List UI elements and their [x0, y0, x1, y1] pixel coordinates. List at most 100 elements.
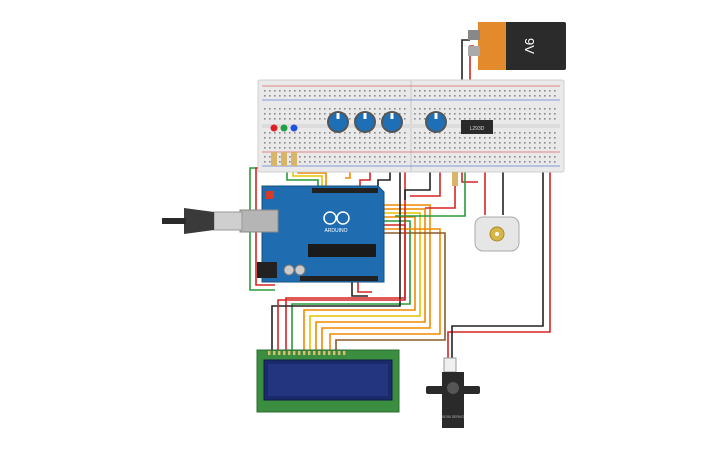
breadboard-hole[interactable]	[544, 108, 546, 110]
breadboard-hole[interactable]	[269, 113, 271, 115]
breadboard-hole[interactable]	[524, 118, 526, 120]
breadboard-hole[interactable]	[284, 142, 286, 144]
breadboard-hole[interactable]	[504, 90, 506, 92]
breadboard-hole[interactable]	[429, 147, 431, 149]
breadboard-hole[interactable]	[294, 147, 296, 149]
breadboard-hole[interactable]	[354, 108, 356, 110]
breadboard-hole[interactable]	[304, 108, 306, 110]
breadboard-hole[interactable]	[269, 142, 271, 144]
breadboard-hole[interactable]	[314, 147, 316, 149]
breadboard-hole[interactable]	[389, 156, 391, 158]
breadboard-hole[interactable]	[454, 156, 456, 158]
breadboard-hole[interactable]	[514, 90, 516, 92]
breadboard-hole[interactable]	[329, 132, 331, 134]
breadboard-hole[interactable]	[389, 142, 391, 144]
breadboard-hole[interactable]	[494, 118, 496, 120]
usb-cable[interactable]	[162, 208, 243, 234]
breadboard-hole[interactable]	[554, 118, 556, 120]
breadboard-hole[interactable]	[379, 142, 381, 144]
breadboard-hole[interactable]	[354, 156, 356, 158]
breadboard-hole[interactable]	[294, 142, 296, 144]
wires[interactable]	[249, 39, 551, 358]
breadboard-hole[interactable]	[279, 132, 281, 134]
breadboard-hole[interactable]	[459, 132, 461, 134]
breadboard-hole[interactable]	[489, 108, 491, 110]
breadboard-hole[interactable]	[419, 108, 421, 110]
breadboard-hole[interactable]	[484, 156, 486, 158]
breadboard-hole[interactable]	[534, 95, 536, 97]
breadboard-hole[interactable]	[454, 137, 456, 139]
breadboard-hole[interactable]	[444, 108, 446, 110]
breadboard-hole[interactable]	[524, 90, 526, 92]
breadboard-hole[interactable]	[469, 108, 471, 110]
breadboard-hole[interactable]	[544, 95, 546, 97]
breadboard-hole[interactable]	[309, 147, 311, 149]
breadboard-hole[interactable]	[469, 147, 471, 149]
breadboard-hole[interactable]	[289, 147, 291, 149]
breadboard-hole[interactable]	[354, 95, 356, 97]
breadboard-hole[interactable]	[514, 142, 516, 144]
breadboard-hole[interactable]	[504, 118, 506, 120]
power-jack[interactable]	[257, 262, 277, 278]
breadboard-hole[interactable]	[544, 137, 546, 139]
wire-lcd-gnd[interactable]	[271, 172, 401, 350]
breadboard-hole[interactable]	[474, 137, 476, 139]
breadboard-hole[interactable]	[404, 113, 406, 115]
breadboard-hole[interactable]	[334, 90, 336, 92]
breadboard-hole[interactable]	[434, 161, 436, 163]
breadboard-hole[interactable]	[519, 113, 521, 115]
breadboard-hole[interactable]	[374, 90, 376, 92]
breadboard-hole[interactable]	[539, 142, 541, 144]
wire-lcd-a[interactable]	[329, 228, 441, 350]
lcd-pin[interactable]	[328, 351, 331, 355]
breadboard-hole[interactable]	[324, 113, 326, 115]
breadboard-hole[interactable]	[554, 161, 556, 163]
breadboard-hole[interactable]	[514, 147, 516, 149]
breadboard-hole[interactable]	[474, 142, 476, 144]
breadboard-hole[interactable]	[494, 142, 496, 144]
breadboard-hole[interactable]	[509, 95, 511, 97]
breadboard-hole[interactable]	[504, 137, 506, 139]
breadboard-hole[interactable]	[349, 156, 351, 158]
breadboard-hole[interactable]	[529, 118, 531, 120]
breadboard-hole[interactable]	[489, 90, 491, 92]
breadboard-hole[interactable]	[484, 142, 486, 144]
breadboard-hole[interactable]	[424, 142, 426, 144]
breadboard-hole[interactable]	[419, 132, 421, 134]
breadboard-hole[interactable]	[389, 147, 391, 149]
breadboard-hole[interactable]	[289, 95, 291, 97]
breadboard-holes[interactable]	[264, 90, 556, 163]
breadboard-hole[interactable]	[299, 95, 301, 97]
breadboard-hole[interactable]	[424, 161, 426, 163]
breadboard-hole[interactable]	[494, 147, 496, 149]
breadboard-hole[interactable]	[429, 95, 431, 97]
wire-lcd-vcc[interactable]	[277, 172, 406, 350]
breadboard-hole[interactable]	[504, 113, 506, 115]
breadboard-hole[interactable]	[399, 137, 401, 139]
breadboard-hole[interactable]	[504, 132, 506, 134]
breadboard-hole[interactable]	[314, 108, 316, 110]
breadboard-hole[interactable]	[364, 156, 366, 158]
breadboard-hole[interactable]	[319, 95, 321, 97]
breadboard-hole[interactable]	[494, 108, 496, 110]
breadboard-hole[interactable]	[324, 118, 326, 120]
breadboard-hole[interactable]	[444, 161, 446, 163]
breadboard-hole[interactable]	[304, 137, 306, 139]
breadboard-hole[interactable]	[444, 132, 446, 134]
breadboard-hole[interactable]	[449, 118, 451, 120]
breadboard-hole[interactable]	[519, 156, 521, 158]
breadboard-hole[interactable]	[504, 161, 506, 163]
breadboard-hole[interactable]	[319, 90, 321, 92]
breadboard-hole[interactable]	[309, 142, 311, 144]
breadboard-hole[interactable]	[319, 142, 321, 144]
wire-servo-power[interactable]	[447, 172, 551, 358]
breadboard-hole[interactable]	[459, 161, 461, 163]
breadboard-hole[interactable]	[329, 137, 331, 139]
breadboard-hole[interactable]	[539, 113, 541, 115]
breadboard-hole[interactable]	[344, 142, 346, 144]
breadboard-hole[interactable]	[284, 147, 286, 149]
breadboard-hole[interactable]	[269, 147, 271, 149]
breadboard-hole[interactable]	[399, 108, 401, 110]
breadboard-hole[interactable]	[419, 147, 421, 149]
breadboard-hole[interactable]	[429, 108, 431, 110]
